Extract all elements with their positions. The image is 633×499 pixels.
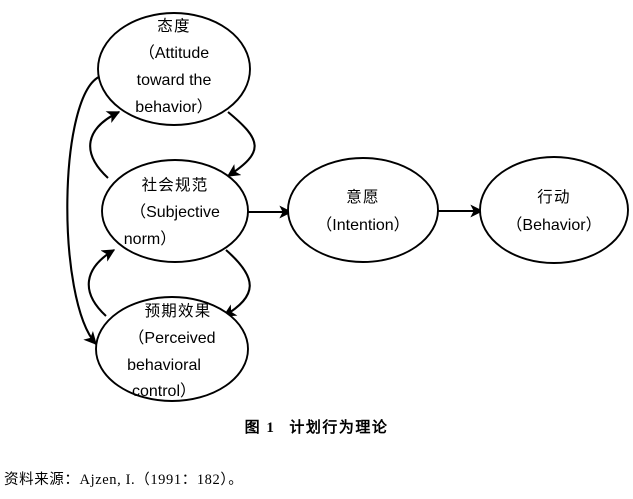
edge-subjective-norm-to-perceived-behavioral-control bbox=[222, 249, 251, 317]
edge-attitude-to-subjective-norm bbox=[226, 111, 256, 177]
node-subjective-norm-label-en-line2: norm） bbox=[124, 230, 176, 248]
node-perceived-behavioral-control[interactable]: 预期效果 （Perceived behavioral control） bbox=[95, 296, 249, 402]
edge-perceived-behavioral-control-to-subjective-norm bbox=[87, 249, 116, 317]
node-behavior[interactable]: 行动 （Behavior） bbox=[479, 156, 629, 264]
edge-subjective-norm-to-attitude bbox=[89, 111, 121, 179]
node-attitude-label-cn: 态度 bbox=[157, 17, 190, 35]
node-attitude-label-en-line2: toward the bbox=[137, 72, 212, 89]
figure-caption: 图 1 计划行为理论 bbox=[0, 416, 633, 437]
figure-caption-number: 图 1 bbox=[244, 420, 276, 436]
node-pbc-label-en-line2: behavioral bbox=[127, 357, 201, 374]
theory-of-planned-behavior-diagram: 态度 （Attitude toward the behavior） 社会规范 （… bbox=[66, 12, 629, 402]
node-behavior-label-cn: 行动 bbox=[537, 188, 570, 206]
node-attitude[interactable]: 态度 （Attitude toward the behavior） bbox=[97, 12, 251, 126]
figure-source: 资料来源：Ajzen, I.（1991：182）。 bbox=[4, 472, 244, 488]
node-subjective-norm[interactable]: 社会规范 （Subjective norm） bbox=[101, 159, 249, 263]
node-intention[interactable]: 意愿 （Intention） bbox=[287, 157, 439, 263]
node-attitude-label-en-line1: （Attitude bbox=[139, 44, 209, 62]
node-intention-label-en: （Intention） bbox=[316, 216, 409, 234]
figure-diagram-area: 态度 （Attitude toward the behavior） 社会规范 （… bbox=[66, 12, 629, 402]
figure-caption-title: 计划行为理论 bbox=[289, 420, 389, 436]
node-intention-label-cn: 意愿 bbox=[346, 187, 379, 206]
node-subjective-norm-shape bbox=[101, 159, 249, 263]
node-subjective-norm-label-cn: 社会规范 bbox=[142, 176, 209, 194]
node-behavior-shape bbox=[479, 156, 629, 264]
node-perceived-behavioral-control-shape bbox=[95, 296, 249, 402]
node-subjective-norm-label-en-line1: （Subjective bbox=[130, 203, 220, 221]
node-pbc-label-en-line1: （Perceived bbox=[128, 329, 215, 347]
node-pbc-label-en-line3: control） bbox=[132, 382, 196, 400]
node-attitude-shape bbox=[97, 12, 251, 126]
node-behavior-label-en: （Behavior） bbox=[506, 216, 601, 234]
edge-attitude-to-perceived-behavioral-control bbox=[66, 75, 102, 345]
node-attitude-label-en-line3: behavior） bbox=[135, 98, 212, 116]
node-intention-shape bbox=[287, 157, 439, 263]
node-pbc-label-cn: 预期效果 bbox=[145, 302, 212, 320]
